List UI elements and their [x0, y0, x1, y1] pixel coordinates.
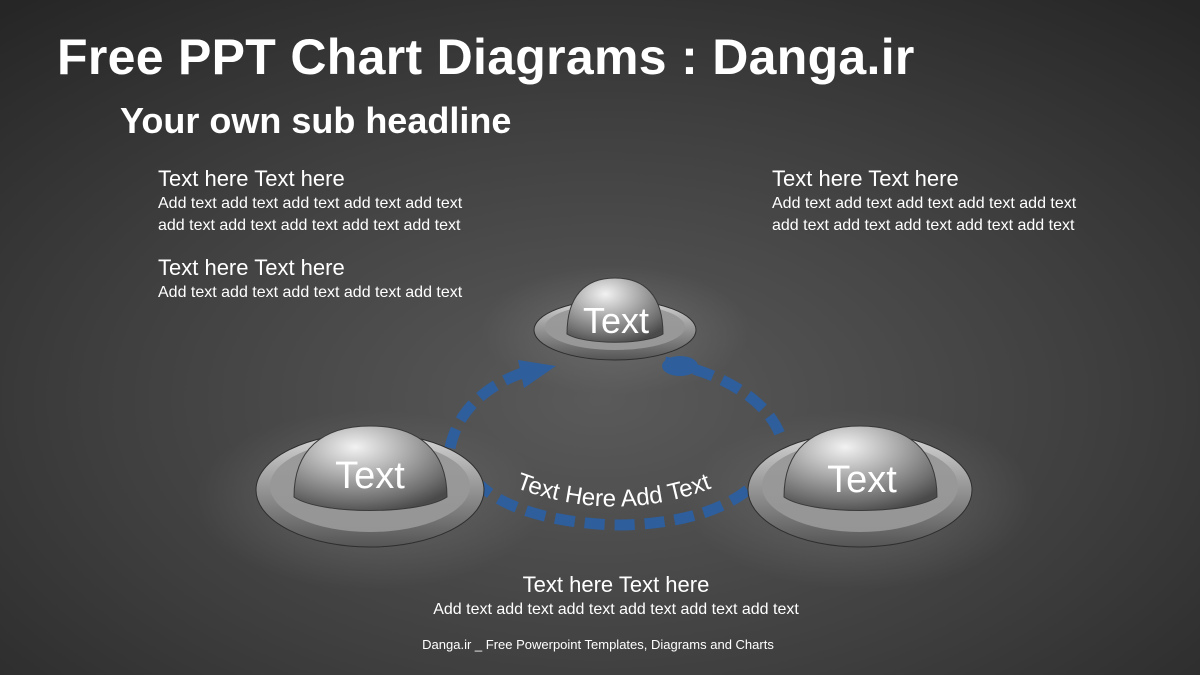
block-heading: Text here Text here [772, 166, 959, 191]
arrow-left-to-top [444, 365, 530, 450]
block-line: add text add text add text add text add … [772, 217, 1075, 234]
arrow-right-to-left [476, 464, 773, 531]
text-block-left-middle: Text here Text here Add text add text ad… [158, 254, 462, 304]
block-line: Add text add text add text add text add … [433, 601, 799, 618]
arrow-head-icon [518, 360, 556, 388]
node-label: Text [583, 300, 649, 341]
page-subtitle: Your own sub headline [120, 100, 512, 141]
block-heading: Text here Text here [158, 255, 345, 280]
node-label: Text [335, 455, 405, 497]
node-dome [293, 425, 448, 511]
node-right: Text [747, 425, 973, 548]
text-block-right: Text here Text here Add text add text ad… [772, 165, 1076, 237]
node-dome [566, 277, 664, 343]
block-line: Add text add text add text add text add … [158, 195, 463, 212]
node-left: Text [255, 425, 485, 548]
text-block-bottom: Text here Text here Add text add text ad… [408, 571, 824, 621]
footer-credit: Danga.ir _ Free Powerpoint Templates, Di… [422, 637, 774, 652]
block-heading: Text here Text here [522, 572, 710, 597]
block-heading: Text here Text here [158, 166, 345, 191]
node-top: Text [533, 277, 697, 361]
node-dome [783, 425, 938, 511]
block-line: Add text add text add text add text add … [158, 284, 463, 301]
cycle-arrows [444, 356, 788, 531]
arrow-joint [662, 356, 698, 376]
text-block-left-top: Text here Text here Add text add text ad… [158, 165, 462, 237]
page-title: Free PPT Chart Diagrams : Danga.ir [57, 29, 915, 85]
node-label: Text [827, 459, 897, 501]
block-line: Add text add text add text add text add … [772, 195, 1077, 212]
block-line: add text add text add text add text add … [158, 217, 461, 234]
